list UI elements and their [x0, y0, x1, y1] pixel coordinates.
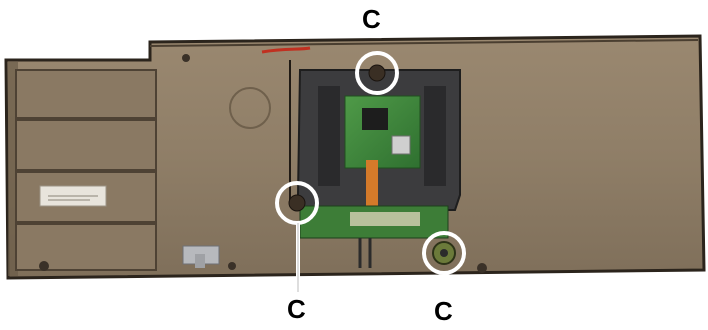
connector	[391, 135, 411, 155]
callout-label-left: C	[287, 294, 306, 324]
ring-top	[355, 51, 399, 95]
left-edge-shadow	[8, 62, 18, 276]
callout-label-right: C	[434, 296, 453, 326]
metal-clip-tab	[195, 254, 205, 268]
top-rim	[149, 39, 699, 47]
callout-label-top: C	[362, 4, 381, 34]
red-wire	[261, 46, 311, 54]
sticker-marks	[48, 195, 98, 201]
circuit-board	[344, 95, 421, 169]
emboss-circle	[229, 87, 271, 129]
button-board-strip	[350, 212, 420, 226]
screw-top	[368, 64, 386, 82]
screw-right-center	[440, 249, 448, 257]
screw-left	[288, 194, 306, 212]
bracket-slot-left	[318, 86, 340, 186]
cable-tail	[358, 238, 372, 268]
chip	[362, 108, 388, 130]
screw-holes	[39, 54, 487, 273]
ring-right	[422, 231, 466, 275]
bracket-slot-right	[424, 86, 446, 186]
left-ribs	[15, 69, 157, 271]
